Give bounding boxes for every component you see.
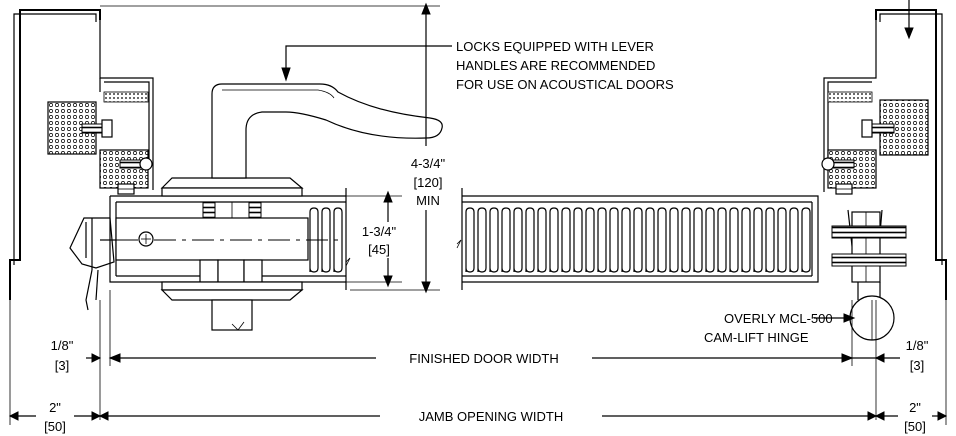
lever-callout-leader bbox=[281, 45, 452, 82]
core-rib bbox=[549, 207, 559, 273]
core-rib bbox=[669, 207, 679, 273]
lock-height-imperial: 4-3/4" bbox=[411, 156, 446, 171]
core-rib bbox=[681, 207, 691, 273]
lock-rose-top bbox=[160, 177, 304, 197]
jamb-opening-width-label: JAMB OPENING WIDTH bbox=[419, 409, 563, 424]
core-rib bbox=[501, 207, 511, 273]
door-core-ribs-left bbox=[309, 207, 343, 273]
core-rib bbox=[561, 207, 571, 273]
right-stop-screw bbox=[821, 157, 855, 171]
core-rib bbox=[789, 207, 799, 273]
core-rib bbox=[645, 207, 655, 273]
finished-door-width-label: FINISHED DOOR WIDTH bbox=[409, 351, 559, 366]
left-jamb-screw-upper bbox=[81, 119, 113, 138]
right-jamb-screw-upper bbox=[861, 119, 895, 138]
lock-body bbox=[100, 217, 340, 261]
core-rib bbox=[777, 207, 787, 273]
lock-spindle-screws bbox=[202, 201, 262, 219]
lock-height-dimension bbox=[100, 2, 440, 294]
left-seal-fastener bbox=[117, 183, 135, 195]
core-rib bbox=[597, 207, 607, 273]
jamb-left-metric: [50] bbox=[44, 419, 66, 434]
core-rib bbox=[801, 207, 811, 273]
clearance-dimensions bbox=[86, 300, 900, 420]
core-rib bbox=[585, 207, 595, 273]
core-rib bbox=[741, 207, 751, 273]
door-thickness-dimension bbox=[346, 190, 402, 288]
door-thickness-metric: [45] bbox=[368, 242, 390, 257]
left-door-edge-seal bbox=[69, 217, 115, 311]
core-rib bbox=[489, 207, 499, 273]
hinge-note-line-2: CAM-LIFT HINGE bbox=[704, 330, 809, 345]
lock-height-qualifier: MIN bbox=[416, 193, 440, 208]
core-rib bbox=[573, 207, 583, 273]
core-rib bbox=[753, 207, 763, 273]
core-rib bbox=[609, 207, 619, 273]
lever-note-line-1: LOCKS EQUIPPED WITH LEVER bbox=[456, 39, 654, 54]
core-rib bbox=[309, 207, 319, 273]
lock-height-metric: [120] bbox=[414, 175, 443, 190]
lever-handle bbox=[211, 83, 443, 179]
door-thickness-imperial: 1-3/4" bbox=[362, 224, 397, 239]
core-rib bbox=[657, 207, 667, 273]
jamb-right-metric: [50] bbox=[904, 419, 926, 434]
core-rib bbox=[621, 207, 631, 273]
jamb-opening-width-dimension bbox=[8, 300, 948, 425]
core-rib bbox=[333, 207, 343, 273]
core-rib bbox=[693, 207, 703, 273]
finished-door-width-dimension bbox=[108, 290, 854, 366]
left-stop-screw bbox=[119, 157, 153, 171]
door-core-ribs-right bbox=[465, 207, 811, 273]
hinge-callout-leader bbox=[814, 313, 856, 323]
core-rib bbox=[477, 207, 487, 273]
cam-lift-hinge bbox=[831, 209, 907, 341]
core-rib bbox=[717, 207, 727, 273]
right-seal-fastener bbox=[835, 183, 853, 195]
core-rib bbox=[321, 207, 331, 273]
core-rib bbox=[729, 207, 739, 273]
core-rib bbox=[537, 207, 547, 273]
lever-note-line-3: FOR USE ON ACOUSTICAL DOORS bbox=[456, 77, 674, 92]
clearance-right-imperial: 1/8" bbox=[906, 338, 929, 353]
jamb-right-imperial: 2" bbox=[909, 400, 921, 415]
core-rib bbox=[525, 207, 535, 273]
hinge-note-line-1: OVERLY MCL-500 bbox=[724, 311, 833, 326]
clearance-left-imperial: 1/8" bbox=[51, 338, 74, 353]
door-leaf bbox=[109, 188, 819, 290]
clearance-right-metric: [3] bbox=[910, 358, 924, 373]
core-rib bbox=[633, 207, 643, 273]
core-rib bbox=[765, 207, 775, 273]
clearance-left-metric: [3] bbox=[55, 358, 69, 373]
jamb-left-imperial: 2" bbox=[49, 400, 61, 415]
core-rib bbox=[465, 207, 475, 273]
lock-rose-bottom bbox=[160, 259, 304, 331]
core-rib bbox=[705, 207, 715, 273]
core-rib bbox=[513, 207, 523, 273]
lever-note-line-2: HANDLES ARE RECOMMENDED bbox=[456, 58, 655, 73]
